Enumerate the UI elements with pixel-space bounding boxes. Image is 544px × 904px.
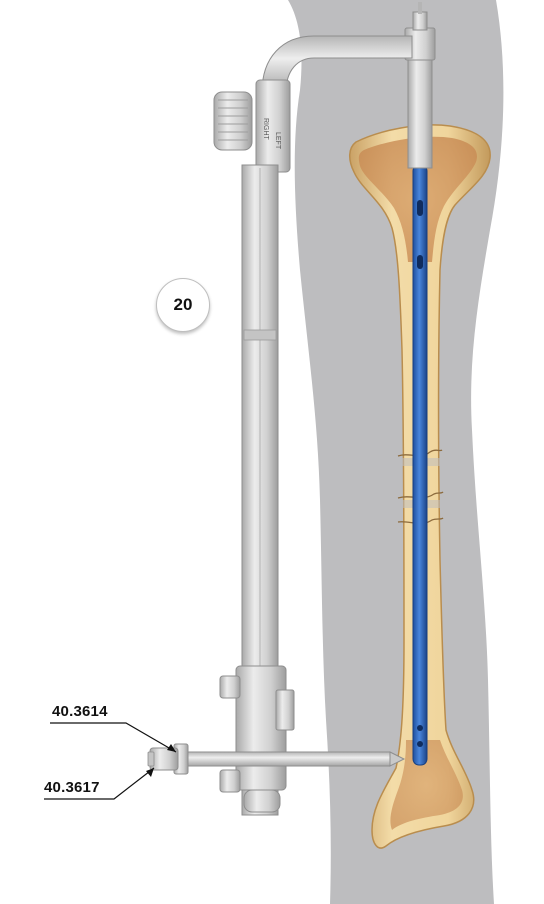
step-number: 20 xyxy=(174,295,193,315)
leader-arrowhead-40-3617 xyxy=(146,768,154,777)
part-label-40-3614: 40.3614 xyxy=(52,703,108,720)
nail-distal-hole-2 xyxy=(417,741,423,747)
insertion-post xyxy=(408,58,432,168)
guide-marking-left: LEFT xyxy=(274,132,281,150)
guide-marking-right: RIGHT xyxy=(262,118,269,141)
connecting-screw-tip xyxy=(418,2,422,14)
connecting-screw-head xyxy=(413,12,427,30)
nail-proximal-slot-2 xyxy=(417,255,423,269)
part-label-40-3617: 40.3617 xyxy=(44,779,100,796)
aiming-arm-foot xyxy=(244,790,280,812)
drill-sleeve xyxy=(176,752,390,766)
distal-block-knob-lower xyxy=(220,770,240,792)
nail-proximal-slot xyxy=(417,200,423,216)
nail-distal-hole xyxy=(417,725,423,731)
aiming-arm-head xyxy=(256,80,290,172)
distal-block-side-clamp xyxy=(276,690,294,730)
distal-block-knob-upper xyxy=(220,676,240,698)
aiming-arm-joint xyxy=(244,330,276,340)
trocar-cap xyxy=(148,752,154,766)
locking-knob xyxy=(214,92,252,150)
step-number-badge: 20 xyxy=(156,278,210,332)
